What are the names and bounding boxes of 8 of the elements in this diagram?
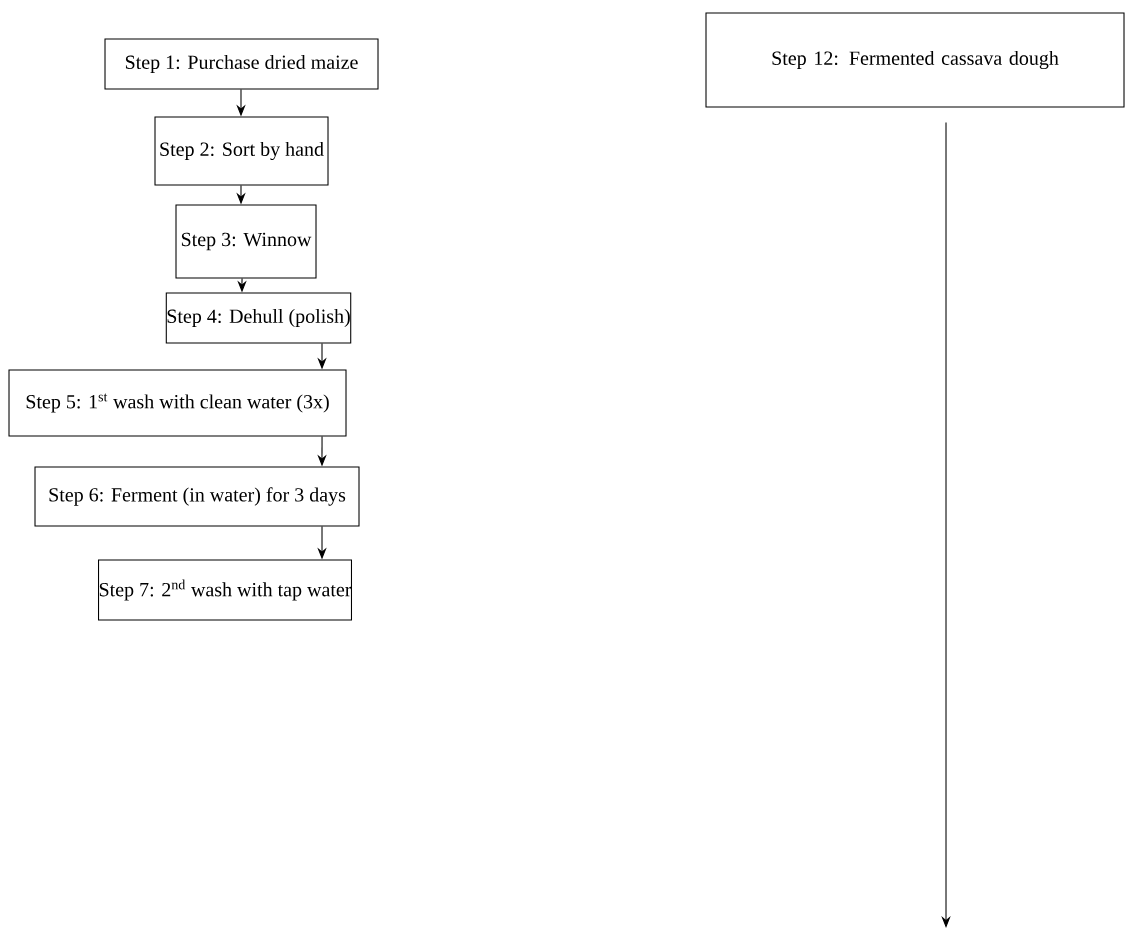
process-box: Step 7: 2$^{nd}$ wash with tap water: [98, 559, 352, 621]
process-box: Step 6: Ferment (in water) for 3 days: [34, 466, 360, 527]
process-box: Step 3: Winnow: [175, 204, 317, 279]
process-box: Step 1: Purchase dried maize: [104, 38, 379, 90]
process-box: Step 12: Fermented cassava dough: [705, 12, 1125, 108]
process-box: Step 2: Sort by hand: [154, 116, 329, 186]
process-box: Step 5: 1$^{st}$ wash with clean water (3x): [8, 369, 347, 437]
process-box: Step 4: Dehull (polish): [165, 292, 352, 344]
